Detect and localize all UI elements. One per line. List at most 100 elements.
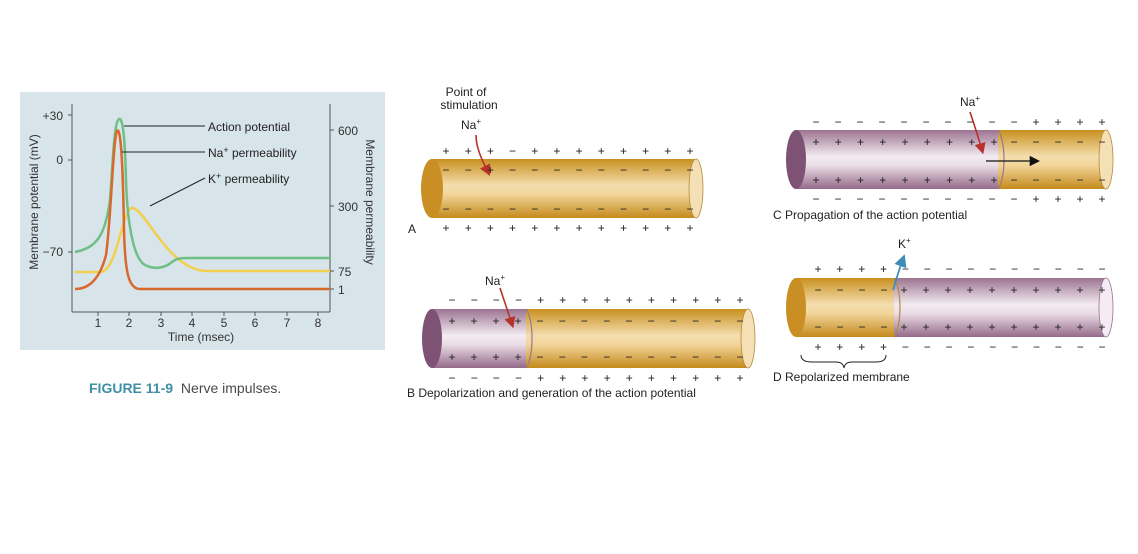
positive-charge: + (1098, 320, 1105, 334)
positive-charge: + (966, 320, 973, 334)
axon-d-depolarized (894, 278, 1106, 337)
positive-charge: + (879, 135, 886, 149)
negative-charge: − (989, 340, 996, 354)
negative-charge: − (625, 350, 632, 364)
negative-charge: − (989, 262, 996, 276)
negative-charge: − (878, 115, 885, 129)
y-right-tick-1: 1 (338, 283, 345, 297)
negative-charge: − (1011, 340, 1018, 354)
positive-charge: + (514, 314, 521, 328)
negative-charge: − (988, 115, 995, 129)
positive-charge: + (836, 340, 843, 354)
positive-charge: + (924, 135, 931, 149)
positive-charge: + (470, 350, 477, 364)
negative-charge: − (1010, 173, 1017, 187)
positive-charge: + (879, 173, 886, 187)
negative-charge: − (858, 283, 865, 297)
negative-charge: − (1011, 262, 1018, 276)
negative-charge: − (493, 371, 500, 385)
negative-charge: − (576, 202, 583, 216)
positive-charge: + (442, 144, 449, 158)
negative-charge: − (714, 314, 721, 328)
positive-charge: + (1054, 192, 1061, 206)
negative-charge: − (1032, 173, 1039, 187)
panel-d-ion-label: K+ (898, 236, 911, 251)
negative-charge: − (493, 293, 500, 307)
positive-charge: + (1098, 283, 1105, 297)
negative-charge: − (692, 314, 699, 328)
na-permeability-curve (74, 129, 330, 291)
positive-charge: + (1076, 320, 1083, 334)
legend-k-permeability: K+ permeability (208, 171, 289, 186)
panel-d-caption: D Repolarized membrane (773, 370, 910, 384)
negative-charge: − (598, 163, 605, 177)
positive-charge: + (814, 340, 821, 354)
positive-charge: + (492, 314, 499, 328)
negative-charge: − (515, 293, 522, 307)
negative-charge: − (509, 144, 516, 158)
x-tick-8: 8 (315, 316, 322, 330)
negative-charge: − (531, 163, 538, 177)
negative-charge: − (814, 283, 821, 297)
positive-charge: + (648, 371, 655, 385)
positive-charge: + (581, 371, 588, 385)
figure-caption-text: Nerve impulses. (180, 380, 282, 396)
positive-charge: + (714, 293, 721, 307)
axon-b-end (740, 308, 756, 369)
positive-charge: + (664, 144, 671, 158)
positive-charge: + (487, 163, 494, 177)
na-influx-arrow-c (969, 111, 986, 155)
y-right-axis-title: Membrane permeability (363, 139, 377, 264)
axon-c-depolarized (796, 130, 998, 189)
positive-charge: + (922, 320, 929, 334)
positive-charge: + (531, 144, 538, 158)
negative-charge: − (1055, 340, 1062, 354)
negative-charge: − (836, 283, 843, 297)
negative-charge: − (967, 262, 974, 276)
negative-charge: − (900, 115, 907, 129)
negative-charge: − (664, 202, 671, 216)
negative-charge: − (966, 115, 973, 129)
positive-charge: + (559, 293, 566, 307)
positive-charge: + (604, 371, 611, 385)
y-right-tick-75: 75 (338, 265, 352, 279)
negative-charge: − (736, 350, 743, 364)
positive-charge: + (858, 262, 865, 276)
negative-charge: − (509, 202, 516, 216)
positive-charge: + (1032, 283, 1039, 297)
x-tick-5: 5 (221, 316, 228, 330)
y-right-tick-600: 600 (338, 124, 358, 138)
axon-c-resting (998, 130, 1106, 189)
positive-charge: + (944, 320, 951, 334)
positive-charge: + (922, 283, 929, 297)
positive-charge: + (598, 221, 605, 235)
positive-charge: + (944, 283, 951, 297)
negative-charge: − (664, 163, 671, 177)
positive-charge: + (442, 221, 449, 235)
axon-a-cap (421, 159, 443, 218)
negative-charge: − (1054, 135, 1061, 149)
negative-charge: − (448, 371, 455, 385)
positive-charge: + (487, 144, 494, 158)
negative-charge: − (448, 293, 455, 307)
negative-charge: − (648, 350, 655, 364)
graph-background (20, 92, 385, 350)
positive-charge: + (670, 371, 677, 385)
axon-d-end (1098, 277, 1114, 338)
positive-charge: + (880, 262, 887, 276)
point-of-stimulation-line1: Point of (446, 85, 487, 99)
negative-charge: − (625, 314, 632, 328)
positive-charge: + (835, 173, 842, 187)
positive-charge: + (686, 144, 693, 158)
negative-charge: − (966, 192, 973, 206)
positive-charge: + (1032, 115, 1039, 129)
positive-charge: + (1032, 320, 1039, 334)
positive-charge: + (648, 293, 655, 307)
positive-charge: + (968, 173, 975, 187)
negative-charge: − (487, 202, 494, 216)
axon-a-end (688, 158, 704, 219)
negative-charge: − (1054, 173, 1061, 187)
axon-c-boundary (997, 129, 1005, 190)
negative-charge: − (902, 340, 909, 354)
negative-charge: − (1098, 340, 1105, 354)
